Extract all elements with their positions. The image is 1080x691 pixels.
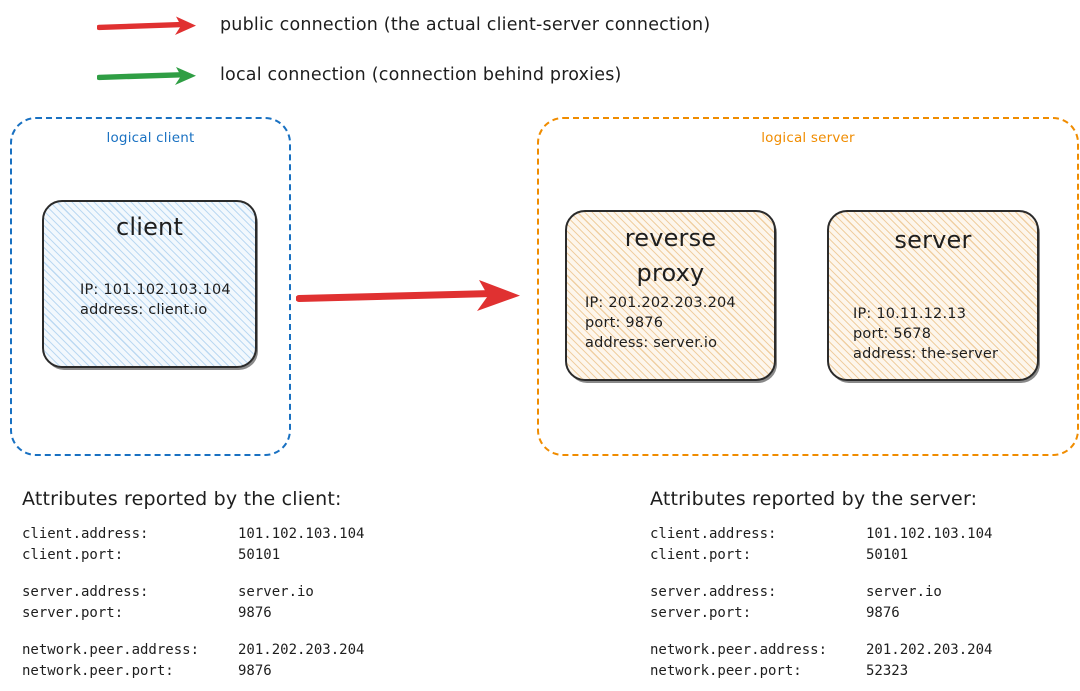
attributes-row-key: client.address:	[650, 526, 777, 542]
attributes-row-key: server.address:	[22, 584, 149, 600]
attributes-row-key: client.port:	[22, 546, 124, 563]
attributes-row: server.address: server.io	[650, 582, 992, 603]
attributes-client-heading: Attributes reported by the client:	[22, 488, 342, 510]
attributes-row-value: 201.202.203.204	[238, 642, 365, 658]
node-reverse-proxy[interactable]: reverse proxy IP: 201.202.203.204 port: …	[565, 210, 776, 381]
attributes-row-key: client.port:	[650, 546, 752, 563]
attributes-client-panel: Attributes reported by the client: clien…	[22, 486, 364, 681]
attributes-row-value	[866, 565, 992, 582]
logical-client-title: logical client	[106, 130, 195, 146]
attributes-row: server.port: 9876	[650, 603, 992, 624]
node-server-attributes: IP: 10.11.12.13 port: 5678 address: the-…	[853, 304, 1037, 364]
red-arrow-icon	[97, 16, 196, 35]
attributes-row-value	[238, 623, 364, 640]
node-reverse-proxy-address: address: server.io	[585, 335, 718, 351]
attributes-row-value: 9876	[866, 604, 900, 621]
attributes-row-value: 50101	[866, 546, 909, 563]
attributes-row-value: 101.102.103.104	[866, 526, 993, 542]
attributes-row-key: server.port:	[22, 604, 124, 621]
node-reverse-proxy-attributes: IP: 201.202.203.204 port: 9876 address: …	[585, 293, 774, 353]
node-reverse-proxy-ip: IP: 201.202.203.204	[585, 295, 736, 311]
attributes-server-table: client.address: 101.102.103.104 client.por…	[650, 524, 992, 681]
attributes-row-value	[866, 623, 992, 640]
attributes-row-value: 52323	[866, 662, 909, 679]
attributes-server-panel: Attributes reported by the server: clien…	[650, 486, 992, 681]
attributes-row-key	[22, 565, 238, 582]
legend-label-local-connection: local connection (connection behind prox…	[220, 65, 622, 85]
attributes-row-key: network.peer.address:	[22, 642, 200, 658]
legend-item-public-connection: public connection (the actual client-ser…	[0, 8, 1080, 42]
attributes-row-value	[238, 565, 364, 582]
node-client[interactable]: client IP: 101.102.103.104 address: clie…	[42, 200, 257, 368]
attributes-row-value: 9876	[238, 604, 272, 621]
attributes-row-value: 50101	[238, 546, 281, 563]
attributes-row: server.port: 9876	[22, 603, 364, 624]
node-server-title: server	[894, 226, 972, 254]
attributes-row: network.peer.port: 9876	[22, 661, 364, 682]
node-reverse-proxy-title: reverse proxy	[567, 223, 774, 288]
logical-client-group: logical client	[10, 117, 291, 456]
attributes-row-key: network.peer.port:	[650, 662, 802, 679]
attributes-row-key: server.port:	[650, 604, 752, 621]
attributes-row-key	[650, 623, 866, 640]
node-client-ip: IP: 101.102.103.104	[80, 282, 231, 298]
attributes-server-heading: Attributes reported by the server:	[650, 488, 978, 510]
green-arrow-icon	[97, 67, 196, 85]
node-server-address: address: the-server	[853, 346, 999, 362]
attributes-row-key: network.peer.address:	[650, 642, 828, 658]
node-client-title: client	[115, 213, 184, 241]
attributes-row: client.port: 50101	[650, 545, 992, 566]
legend-label-public-connection: public connection (the actual client-ser…	[220, 15, 711, 35]
node-server-ip: IP: 10.11.12.13	[853, 306, 967, 322]
attributes-row: server.address: server.io	[22, 582, 364, 603]
node-client-attributes: IP: 101.102.103.104 address: client.io	[80, 280, 255, 320]
attributes-row: network.peer.address: 201.202.203.204	[22, 640, 364, 661]
attributes-row-key: client.address:	[22, 526, 149, 542]
legend-item-local-connection: local connection (connection behind prox…	[0, 58, 1080, 92]
attributes-row: client.address: 101.102.103.104	[650, 524, 992, 545]
attributes-row: client.address: 101.102.103.104	[22, 524, 364, 545]
attributes-row-value: 101.102.103.104	[238, 526, 365, 542]
attributes-row-spacer	[650, 565, 992, 582]
attributes-row: network.peer.address: 201.202.203.204	[650, 640, 992, 661]
attributes-row-key: network.peer.port:	[22, 662, 174, 679]
attributes-row-key	[650, 565, 866, 582]
attributes-row-spacer	[650, 623, 992, 640]
attributes-row-key: server.address:	[650, 584, 777, 600]
attributes-row-spacer	[22, 565, 364, 582]
attributes-row-value: 201.202.203.204	[866, 642, 993, 658]
attributes-row-spacer	[22, 623, 364, 640]
attributes-client-table: client.address: 101.102.103.104 client.por…	[22, 524, 364, 681]
attributes-row-value: 9876	[238, 662, 272, 679]
node-reverse-proxy-port: port: 9876	[585, 315, 664, 331]
logical-server-title: logical server	[761, 130, 855, 146]
public-connection-arrow	[296, 280, 520, 311]
node-server[interactable]: server IP: 10.11.12.13 port: 5678 addres…	[827, 210, 1039, 381]
node-reverse-proxy-title-line2: proxy	[636, 259, 705, 287]
node-reverse-proxy-title-line1: reverse	[624, 224, 717, 252]
attributes-row-value: server.io	[238, 584, 314, 600]
attributes-row-key	[22, 623, 238, 640]
node-server-port: port: 5678	[853, 326, 932, 342]
node-client-address: address: client.io	[80, 302, 208, 318]
legend: public connection (the actual client-ser…	[0, 0, 1080, 104]
attributes-row: client.port: 50101	[22, 545, 364, 566]
logical-server-group: logical server	[537, 117, 1079, 456]
attributes-row-value: server.io	[866, 584, 942, 600]
attributes-row: network.peer.port: 52323	[650, 661, 992, 682]
